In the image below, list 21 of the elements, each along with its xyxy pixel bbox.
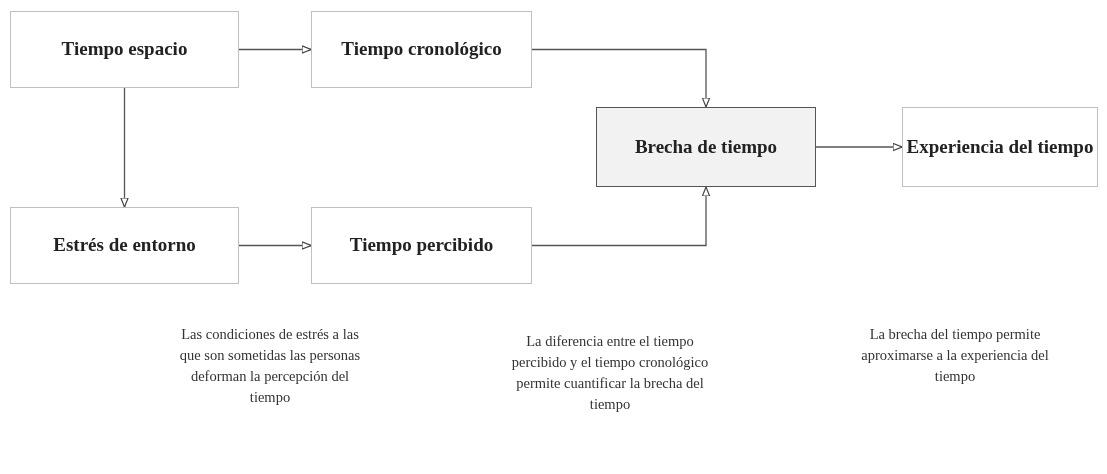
arrow [815,142,903,152]
arrow [120,87,129,208]
note-text: La diferencia entre el tiempo percibido y el tiempo cronológico permite cuantificar la brecha del tiempo [510,332,710,415]
note-text: Las condiciones de estrés a las que son sometidas las personas deforman la percepción del tiempo [178,325,362,408]
box-label: Estrés de entorno [53,233,196,258]
note-text: La brecha del tiempo permite aproximarse a la experiencia del tiempo [860,325,1050,387]
box-label: Tiempo espacio [61,37,188,62]
process-box [311,207,532,284]
arrow [238,45,312,54]
arrow [531,186,711,247]
process-box [10,207,239,284]
process-box [10,11,239,88]
box-label: Brecha de tiempo [634,134,778,159]
process-box [902,107,1098,187]
box-label: Tiempo cronológico [341,37,502,62]
process-box [596,107,816,187]
process-box [311,11,532,88]
arrow [531,48,711,108]
box-label: Tiempo percibido [349,233,494,258]
arrow [238,241,312,250]
box-label: Experiencia del tiempo [906,134,1094,159]
